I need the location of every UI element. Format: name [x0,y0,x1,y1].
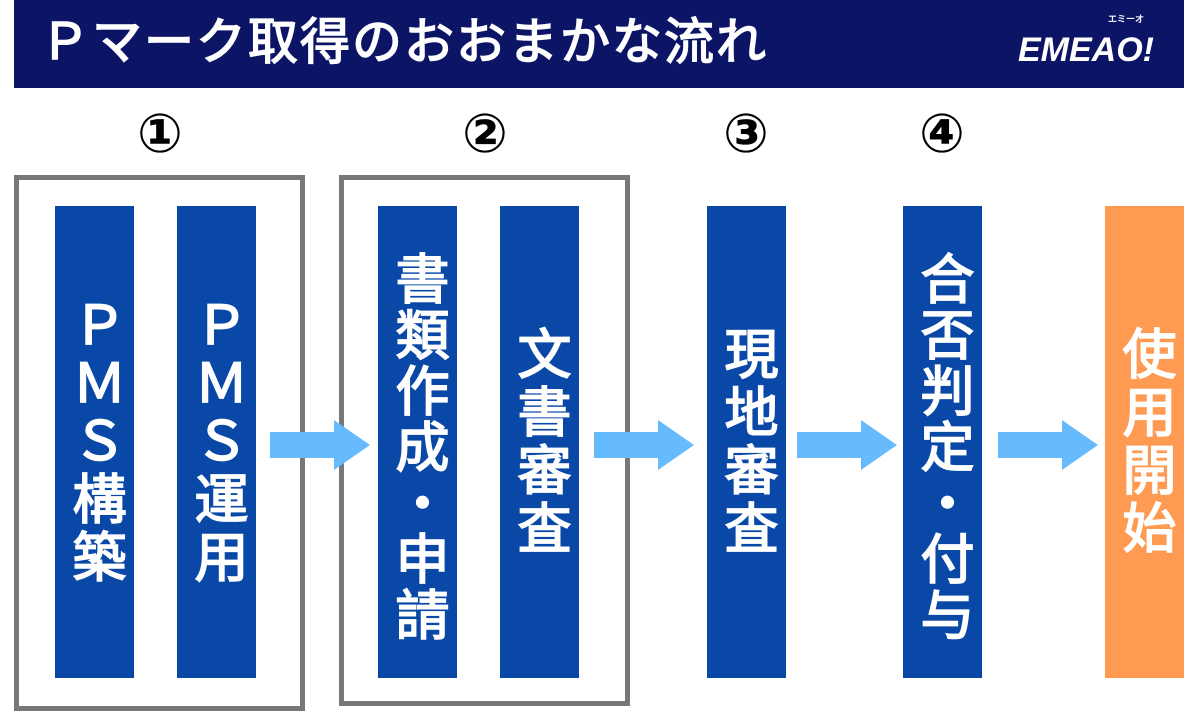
step-label: 現地審査 [715,326,778,558]
step-document-review: 文書審査 [500,206,579,678]
step-label: 書類作成・申請 [386,251,449,643]
step-decision-grant: 合否判定・付与 [903,206,982,678]
step-label: 合否判定・付与 [911,251,974,643]
step-start-use: 使用開始 [1105,206,1184,678]
header-bar: Ｐマーク取得のおおまかな流れ エミーオ EMEAO! [14,0,1184,88]
step-pms-operate: ＰＭＳ運用 [177,206,256,678]
step-label: ＰＭＳ構築 [63,297,126,587]
step-number-1: ① [137,102,183,165]
arrow-right-icon [797,420,897,470]
logo: EMEAO! [1018,31,1154,69]
step-label: 使用開始 [1113,326,1176,558]
step-document-apply: 書類作成・申請 [378,206,457,678]
logo-group: エミーオ EMEAO! [1018,14,1154,70]
page-title: Ｐマーク取得のおおまかな流れ [40,13,768,71]
step-number-4: ④ [919,102,965,165]
step-pms-build: ＰＭＳ構築 [55,206,134,678]
arrow-right-icon [270,420,370,470]
step-number-3: ③ [723,102,769,165]
step-label: ＰＭＳ運用 [185,297,248,587]
step-onsite-review: 現地審査 [707,206,786,678]
logo-kana: エミーオ [1107,15,1144,25]
arrow-right-icon [998,420,1098,470]
arrow-right-icon [594,420,694,470]
step-number-2: ② [462,102,508,165]
step-label: 文書審査 [508,326,571,558]
